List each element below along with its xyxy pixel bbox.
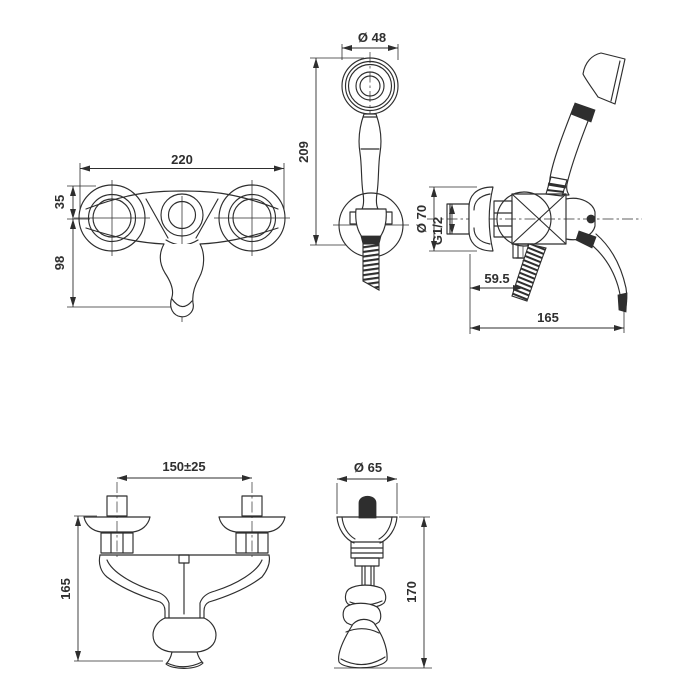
dim-shower-height: 209	[296, 141, 311, 163]
dim-side-height: 170	[404, 581, 419, 603]
mixer-body	[98, 554, 271, 669]
dim-deck-height: 165	[58, 578, 73, 600]
view-hand-shower-front: Ø 48 209	[296, 30, 409, 291]
hex-nut-right	[235, 532, 269, 554]
dim-total-depth: 165	[537, 310, 559, 325]
dim-mixer-offset-bottom: 98	[52, 256, 67, 270]
shower-hose	[362, 243, 380, 291]
shower-holder-stem	[545, 176, 568, 197]
escutcheon-right	[218, 516, 286, 533]
mixer-body-front	[85, 190, 279, 246]
hose-smooth-side	[575, 230, 628, 313]
control-knob	[358, 495, 377, 519]
spout-bell	[338, 618, 388, 669]
hose-coiled-side	[511, 243, 547, 302]
dim-head-diameter: Ø 48	[358, 30, 386, 45]
escutcheon-left	[83, 516, 151, 533]
wall-bracket	[333, 192, 409, 258]
dim-thread-size: G1/2	[430, 217, 445, 245]
dim-flange-diameter: Ø 70	[414, 205, 429, 233]
hex-nut-left	[100, 532, 134, 554]
view-deck-mixer-side: Ø 65	[334, 460, 432, 669]
connector-tail-right	[241, 495, 263, 517]
view-deck-mixer-front: 150±25	[58, 459, 286, 669]
dim-outlet-offset: 59.5	[484, 271, 509, 286]
wall-flange-side	[446, 186, 494, 252]
stem	[361, 565, 375, 590]
swivel-joint	[342, 584, 387, 628]
lever-handle	[159, 243, 205, 318]
dim-connection-centres: 150±25	[162, 459, 205, 474]
view-mixer-side: Ø 70 G1/2 59.5 165	[414, 52, 642, 334]
connector-tail-left	[106, 495, 128, 517]
right-wall-flange	[218, 184, 286, 252]
dim-mixer-width: 220	[171, 152, 193, 167]
side-flange	[336, 516, 398, 567]
dim-side-flange-diameter: Ø 65	[354, 460, 382, 475]
dim-mixer-offset-top: 35	[52, 195, 67, 209]
left-wall-flange	[78, 184, 146, 252]
view-wall-mixer-front: 220 35 98	[52, 152, 290, 322]
hand-shower-side	[549, 52, 626, 196]
